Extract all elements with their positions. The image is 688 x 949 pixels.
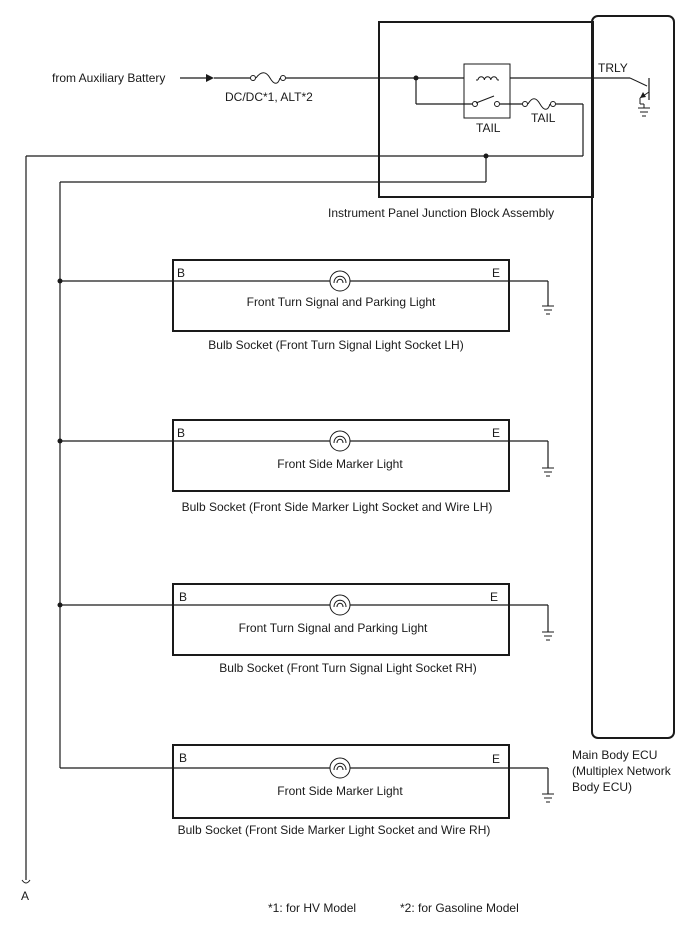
bulb-socket-2: B E Front Side Marker Light Bulb Socket … <box>57 419 554 514</box>
bulb-socket-3: B E Front Turn Signal and Parking Light … <box>57 583 554 675</box>
socket-caption: Bulb Socket (Front Side Marker Light Soc… <box>182 500 493 514</box>
socket-caption: Bulb Socket (Front Side Marker Light Soc… <box>178 823 491 837</box>
bulb-label: Front Turn Signal and Parking Light <box>239 621 428 635</box>
trly-transistor-icon <box>629 77 650 108</box>
bulb-icon <box>329 270 351 292</box>
junction-block-label: Instrument Panel Junction Block Assembly <box>328 206 554 220</box>
relay-label: TAIL <box>476 121 501 135</box>
supply-label: from Auxiliary Battery <box>52 71 165 85</box>
socket-caption: Bulb Socket (Front Turn Signal Light Soc… <box>208 338 463 352</box>
pin-b-label: B <box>177 426 185 440</box>
relay-switch-icon <box>472 95 500 107</box>
pin-e-label: E <box>492 426 500 440</box>
main-body-ecu-box <box>591 15 675 739</box>
tail-relay-box <box>463 63 511 119</box>
ground-icon <box>542 305 554 315</box>
bulb-label: Front Side Marker Light <box>277 784 403 798</box>
main-fuse-label: DC/DC*1, ALT*2 <box>225 90 313 104</box>
ground-icon <box>542 793 554 803</box>
footnote-1: *1: for HV Model <box>268 901 356 915</box>
tail-fuse-label: TAIL <box>531 111 556 125</box>
ground-icon <box>542 631 554 641</box>
ecu-ground-icon <box>638 107 650 117</box>
connector-a-icon <box>21 879 31 884</box>
pin-e-label: E <box>492 752 500 766</box>
bulb-icon <box>329 430 351 452</box>
junction-block-box <box>378 21 594 198</box>
trly-label: TRLY <box>598 61 628 75</box>
ecu-label-line-1: Main Body ECU <box>572 748 657 762</box>
ground-icon <box>542 467 554 477</box>
relay-coil-icon <box>476 76 499 81</box>
bulb-socket-1: B E Front Turn Signal and Parking Light … <box>57 259 554 352</box>
tail-fuse-icon <box>522 98 556 110</box>
pin-b-label: B <box>177 266 185 280</box>
socket-caption: Bulb Socket (Front Turn Signal Light Soc… <box>219 661 476 675</box>
pin-e-label: E <box>492 266 500 280</box>
pin-b-label: B <box>179 590 187 604</box>
pin-b-label: B <box>179 751 187 765</box>
bulb-icon <box>329 594 351 616</box>
supply-arrow-icon <box>206 74 214 82</box>
footnote-2: *2: for Gasoline Model <box>400 901 519 915</box>
bulb-label: Front Turn Signal and Parking Light <box>247 295 436 309</box>
bulb-label: Front Side Marker Light <box>277 457 403 471</box>
connector-a-label: A <box>21 889 29 903</box>
ecu-label-line-2: (Multiplex Network <box>572 764 672 778</box>
main-fuse-icon <box>250 72 286 84</box>
bulb-socket-4: B E Front Side Marker Light Bulb Socket … <box>60 744 554 837</box>
bulb-icon <box>329 757 351 779</box>
ecu-label-line-3: Body ECU) <box>572 780 632 794</box>
pin-e-label: E <box>490 590 498 604</box>
